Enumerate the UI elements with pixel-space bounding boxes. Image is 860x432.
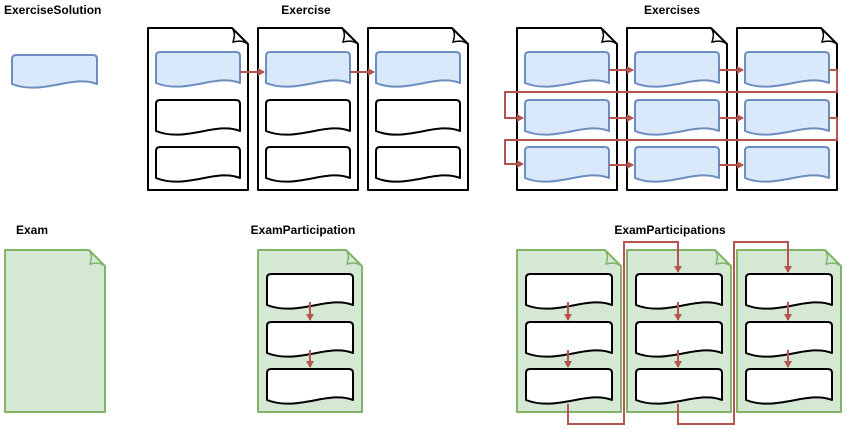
exam-participations-card-1-1: [525, 273, 613, 310]
exercise-card-blue-1: [155, 51, 241, 88]
exam-participations-card-2-1: [635, 273, 723, 310]
exercise-card-empty-b-1: [155, 146, 241, 183]
exercises-card-2-2: [634, 99, 720, 136]
exercises-card-1-1: [524, 51, 610, 88]
exam-participation-card-3: [266, 368, 354, 405]
label-exam-participation: ExamParticipation: [251, 223, 356, 237]
exam-participations-card-3-2: [745, 321, 833, 358]
arrow-exam-participations-link-2: [677, 241, 792, 425]
exercises-group: [516, 27, 838, 191]
exam-participations-card-1-3: [525, 368, 613, 405]
exam-participation-card-2: [266, 321, 354, 358]
exercises-card-1-3: [524, 146, 610, 183]
arrows-layer: [240, 66, 838, 425]
exam-participation-group: [257, 249, 363, 413]
exam-participations-card-2-3: [635, 368, 723, 405]
exam-participations-card-1-2: [525, 321, 613, 358]
exam-participation-page-fold: [345, 249, 363, 267]
solution-card: [11, 54, 98, 89]
exercise-page-3-fold: [451, 27, 469, 45]
exam-participations-page-2-fold: [714, 249, 732, 267]
exercises-page-2-fold: [710, 27, 728, 45]
exercise-card-empty-b-2: [265, 146, 351, 183]
exercise-page-2-fold: [341, 27, 359, 45]
arrow-exercises-wrap-1: [504, 69, 838, 122]
arrow-exercises-wrap-2: [504, 117, 838, 168]
exercise-card-empty-a-2: [265, 99, 351, 136]
exercises-card-3-2: [744, 99, 830, 136]
exercises-card-3-3: [744, 146, 830, 183]
label-exam-participations: ExamParticipations: [614, 223, 726, 237]
exercises-card-2-1: [634, 51, 720, 88]
exam-participations-card-3-3: [745, 368, 833, 405]
label-exercise: Exercise: [281, 3, 331, 17]
exam-participations-card-2-2: [635, 321, 723, 358]
exercise-card-empty-a-3: [375, 99, 461, 136]
exam-participations-page-3-fold: [824, 249, 842, 267]
exam-participations-card-3-1: [745, 273, 833, 310]
exercise-card-blue-3: [375, 51, 461, 88]
exercise-card-empty-a-1: [155, 99, 241, 136]
exam-participations-page-1-fold: [604, 249, 622, 267]
exercises-card-3-1: [744, 51, 830, 88]
exercise-card-blue-2: [265, 51, 351, 88]
exercise-card-empty-b-3: [375, 146, 461, 183]
exam-page-body: [4, 249, 106, 413]
exercise-solution-shape: [11, 54, 98, 89]
exercises-page-3-fold: [820, 27, 838, 45]
label-exam: Exam: [16, 223, 48, 237]
exercises-page-1-fold: [600, 27, 618, 45]
exercise-group: [147, 27, 469, 191]
exam-page: [4, 249, 106, 413]
arrow-exam-participations-link-1: [567, 241, 682, 425]
exam-page-fold: [88, 249, 106, 267]
label-exercises: Exercises: [644, 3, 700, 17]
label-exercise-solution: ExerciseSolution: [4, 3, 101, 17]
exercises-card-1-2: [524, 99, 610, 136]
exam-participation-card-1: [266, 273, 354, 310]
exam-document: [4, 249, 106, 413]
exercises-card-2-3: [634, 146, 720, 183]
exam-participations-group: [516, 249, 842, 413]
exercise-page-1-fold: [231, 27, 249, 45]
